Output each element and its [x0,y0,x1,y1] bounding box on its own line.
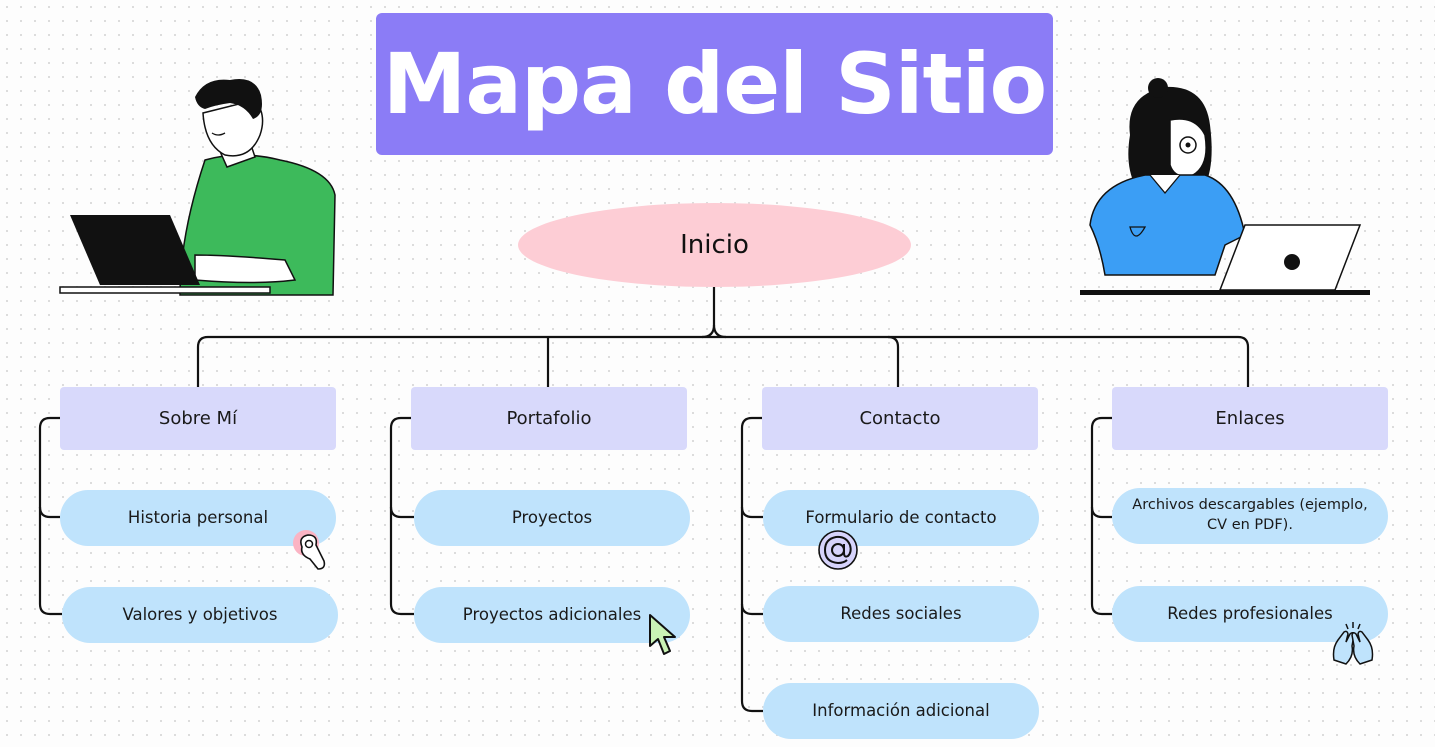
high-five-icon [1332,622,1374,665]
node-label: Proyectos adicionales [462,604,642,624]
node-label: Redes profesionales [1167,603,1333,623]
page-title: Mapa del Sitio [382,35,1047,133]
root-node-inicio[interactable]: Inicio [518,203,911,287]
category-label: Sobre Mí [158,408,238,429]
node-historia-personal[interactable]: Historia personal [60,490,336,546]
bracket-enlaces [1090,416,1112,616]
bracket-sobre-mi [38,416,62,616]
ok-hand-icon [293,530,326,570]
woman-with-laptop-illustration [1080,78,1370,295]
node-valores-objetivos[interactable]: Valores y objetivos [62,587,338,643]
node-informacion-adicional[interactable]: Información adicional [763,683,1039,739]
node-proyectos[interactable]: Proyectos [414,490,690,546]
drop-enlaces [1237,335,1250,387]
cursor-arrow-icon [649,614,676,655]
node-redes-sociales[interactable]: Redes sociales [763,586,1039,642]
bracket-contacto [740,416,763,713]
drop-sobre-mi [196,335,209,387]
node-label: Información adicional [812,700,990,720]
category-sobre-mi[interactable]: Sobre Mí [60,387,336,450]
root-label: Inicio [680,230,749,260]
node-archivos-descargables[interactable]: Archivos descargables (ejemplo, CV en PD… [1112,488,1388,544]
bracket-portafolio [389,416,414,616]
title-banner: Mapa del Sitio [376,13,1053,155]
node-label: Redes sociales [840,603,962,623]
node-formulario-contacto[interactable]: Formulario de contacto [763,490,1039,546]
man-with-laptop-illustration [59,79,336,296]
node-redes-profesionales[interactable]: Redes profesionales [1112,586,1388,642]
category-label: Contacto [859,408,941,429]
category-enlaces[interactable]: Enlaces [1112,387,1388,450]
trunk-line [701,287,716,339]
node-label: Historia personal [127,507,269,527]
at-sign-icon [818,530,858,570]
category-label: Portafolio [506,408,592,429]
node-proyectos-adicionales[interactable]: Proyectos adicionales [414,587,690,643]
category-label: Enlaces [1215,408,1285,429]
category-contacto[interactable]: Contacto [762,387,1038,450]
node-label: Archivos descargables (ejemplo, CV en PD… [1132,497,1368,533]
drop-contacto [887,335,900,387]
node-label: Valores y objetivos [122,604,278,624]
node-label: Proyectos [511,507,593,527]
node-label: Formulario de contacto [805,507,997,527]
category-portafolio[interactable]: Portafolio [411,387,687,450]
